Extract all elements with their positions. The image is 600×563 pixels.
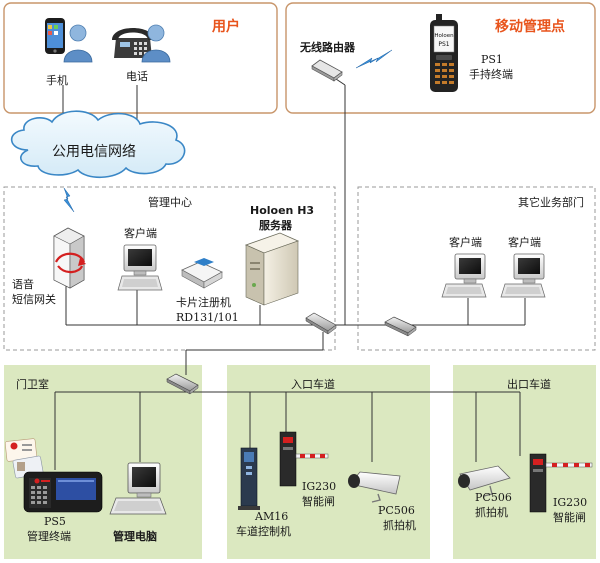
- connection-lines: [54, 74, 526, 470]
- router-label: 无线路由器: [299, 40, 356, 54]
- server-tower-icon: [244, 232, 300, 306]
- mgmt-pc-label: 管理电脑: [113, 529, 157, 543]
- management-terminal-icon: [23, 471, 103, 513]
- telephone-label: 电话: [126, 70, 148, 83]
- card-reg-model-label: RD131/101: [176, 311, 239, 324]
- barrier-gate-icon: [529, 453, 593, 513]
- other-client-2-label: 客户端: [508, 235, 541, 249]
- server-name-label: 服务器: [259, 218, 293, 232]
- other-dept-title: 其它业务部门: [518, 195, 584, 209]
- card-reg-name-label: 卡片注册机: [176, 295, 231, 309]
- ps1-name-label: 手持终端: [469, 67, 513, 81]
- network-switch-icon: [166, 373, 199, 395]
- ps1-model-label: PS1: [481, 53, 503, 66]
- barrier-gate-icon: [279, 431, 329, 487]
- user-region-title: 用户: [212, 18, 240, 35]
- ig230-out-name-label: 智能闸: [553, 510, 586, 524]
- network-switch-icon: [384, 316, 417, 337]
- gateway-label-line2: 短信网关: [12, 292, 56, 306]
- am16-model-label: AM16: [254, 510, 288, 523]
- desk-phone-icon: [112, 28, 154, 58]
- handheld-terminal-icon: Holoen PS1: [430, 14, 458, 92]
- network-switch-icon: [305, 312, 337, 335]
- client-pc-icon: [109, 462, 167, 515]
- camera-icon: [458, 465, 511, 497]
- camera-icon: [348, 471, 401, 503]
- server-model-label: Holoen H3: [250, 204, 314, 217]
- ig230-in-name-label: 智能闸: [302, 494, 335, 508]
- person-icon: [63, 24, 93, 63]
- ig230-out-model-label: IG230: [553, 496, 587, 509]
- ps5-name-label: 管理终端: [27, 529, 71, 543]
- exit-region: [453, 365, 596, 559]
- cloud-icon: [10, 110, 186, 179]
- guard-room-title: 门卫室: [16, 377, 49, 391]
- pc506-out-name-label: 抓拍机: [475, 505, 508, 519]
- mgmt-client-label: 客户端: [124, 226, 157, 240]
- ig230-in-model-label: IG230: [302, 480, 336, 493]
- client-pc-icon: [117, 244, 163, 291]
- other-client-1-label: 客户端: [449, 235, 482, 249]
- exit-title: 出口车道: [507, 377, 551, 391]
- handheld-model-text: PS1: [438, 41, 449, 48]
- mgmt-center-region: [3, 186, 336, 351]
- gateway-label-line1: 语音: [12, 277, 34, 291]
- entrance-region: [227, 365, 430, 559]
- pc506-in-name-label: 抓拍机: [383, 518, 416, 532]
- entrance-title: 入口车道: [291, 377, 335, 391]
- mobile-phone-icon: [45, 18, 65, 54]
- lightning-icon: [63, 187, 75, 213]
- card-reader-icon: [181, 258, 223, 289]
- mgmt-center-title: 管理中心: [148, 195, 192, 209]
- am16-name-label: 车道控制机: [236, 524, 291, 538]
- mobile-region-title: 移动管理点: [495, 18, 565, 35]
- wireless-router-icon: [311, 59, 343, 82]
- lightning-icon: [355, 49, 393, 69]
- person-icon: [141, 24, 171, 63]
- cloud-label: 公用电信网络: [52, 144, 136, 160]
- other-dept-region: [357, 186, 596, 351]
- gateway-icon: [53, 227, 86, 289]
- phone-label: 手机: [46, 73, 68, 87]
- ps5-model-label: PS5: [44, 515, 66, 528]
- lane-controller-icon: [238, 447, 260, 510]
- handheld-brand-text: Holoen: [434, 33, 454, 39]
- client-pc-icon: [441, 253, 487, 298]
- id-card-icon: [4, 438, 44, 479]
- client-pc-icon: [500, 253, 546, 298]
- pc506-in-model-label: PC506: [378, 504, 415, 517]
- pc506-out-model-label: PC506: [475, 491, 512, 504]
